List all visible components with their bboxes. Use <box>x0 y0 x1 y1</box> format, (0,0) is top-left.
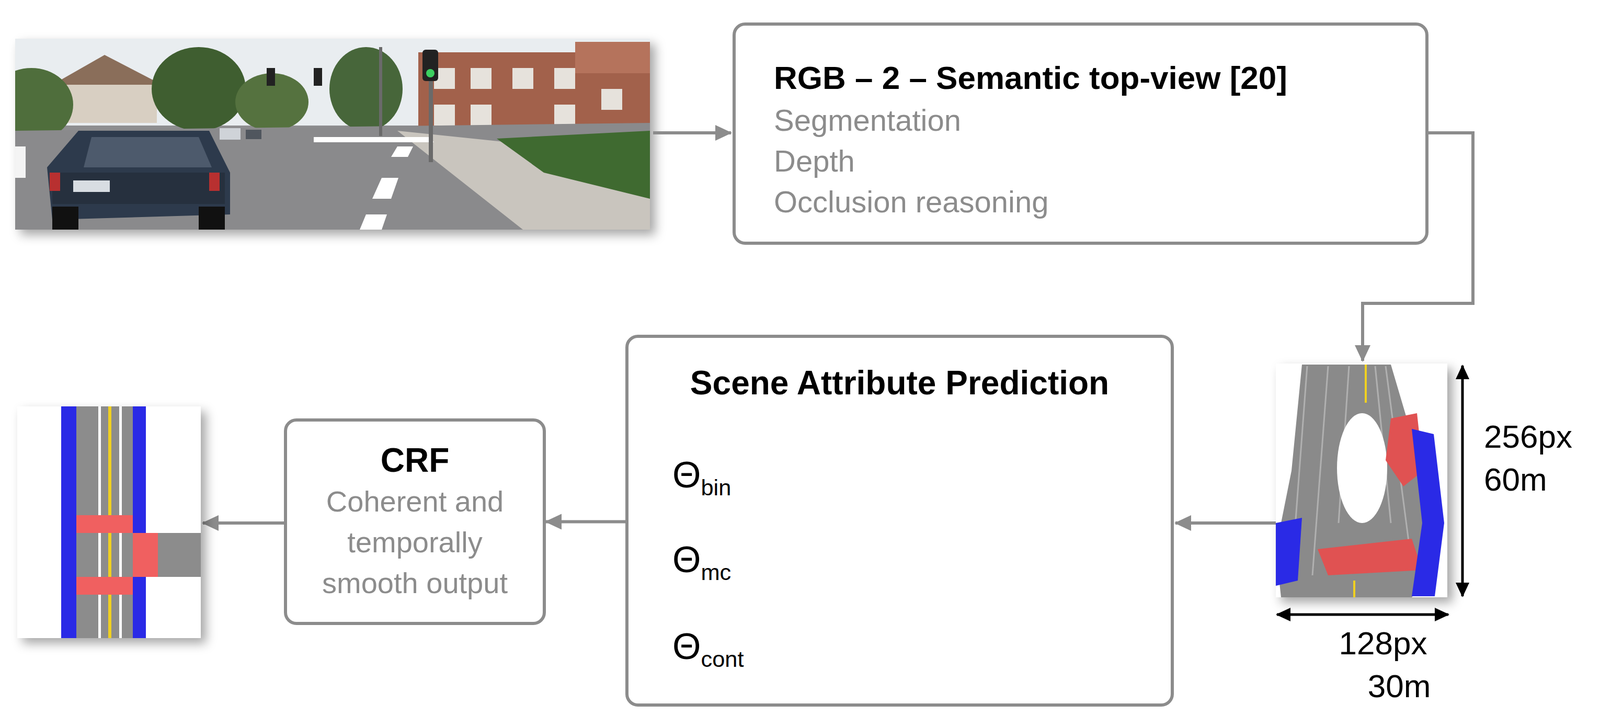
parameter-label: Θmc <box>672 541 731 578</box>
dimension-label: 256px <box>1483 420 1573 453</box>
box-item: Depth <box>773 140 1405 182</box>
box-body: Coherent and temporally smooth output <box>305 481 525 604</box>
parameter-label: Θcont <box>672 627 744 665</box>
dimension-arrow <box>1276 613 1449 616</box>
parameter-label: Θbin <box>672 456 731 494</box>
box-title: RGB – 2 – Semantic top-view [20] <box>773 55 1405 100</box>
output-layout <box>17 406 201 638</box>
box-title: CRF <box>297 439 533 482</box>
process-box: RGB – 2 – Semantic top-view [20]Segmenta… <box>732 22 1429 245</box>
box-title: Scene Attribute Prediction <box>633 361 1166 404</box>
car <box>47 130 231 230</box>
dimension-label: 30m <box>1367 669 1432 703</box>
camera-photo <box>0 38 650 230</box>
dimension-arrow <box>1461 365 1465 597</box>
flow-arrow <box>202 521 284 525</box>
dimension-label: 128px <box>1339 626 1428 660</box>
process-box: CRFCoherent and temporally smooth output <box>283 418 546 625</box>
semantic-top-view <box>1275 363 1448 598</box>
dimension-label: 60m <box>1483 463 1548 496</box>
box-item: Occlusion reasoning <box>773 181 1405 223</box>
flow-arrow <box>653 131 731 135</box>
box-item: Segmentation <box>773 99 1405 141</box>
flow-arrow <box>1175 521 1276 525</box>
flow-arrow <box>545 520 626 524</box>
